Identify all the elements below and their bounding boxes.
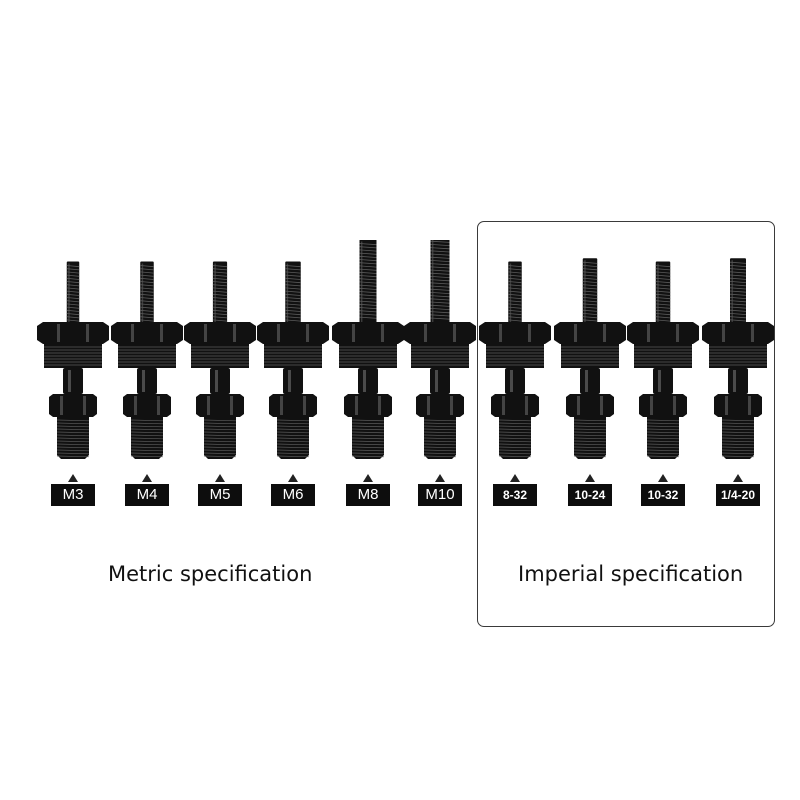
bottom-thread bbox=[352, 417, 384, 459]
hex-nut bbox=[479, 322, 551, 344]
mandrel-illustration bbox=[702, 258, 774, 459]
bottom-thread bbox=[424, 417, 456, 459]
size-label: M10 bbox=[418, 484, 462, 506]
thread-lines bbox=[430, 240, 450, 320]
shaft bbox=[728, 368, 748, 394]
hex-nut bbox=[257, 322, 329, 344]
size-label: 10-24 bbox=[568, 484, 612, 506]
mandrel-illustration bbox=[627, 261, 699, 459]
hex-nut bbox=[554, 322, 626, 344]
mandrel-illustration bbox=[404, 240, 476, 459]
pointer-triangle-icon bbox=[68, 474, 78, 482]
lower-hex bbox=[566, 394, 614, 417]
mandrel-illustration bbox=[479, 261, 551, 459]
pointer-triangle-icon bbox=[142, 474, 152, 482]
lower-hex bbox=[123, 394, 171, 417]
lower-hex bbox=[416, 394, 464, 417]
shaft bbox=[137, 368, 157, 394]
mandrel-illustration bbox=[257, 261, 329, 459]
hex-nut bbox=[184, 322, 256, 344]
size-label: M4 bbox=[125, 484, 169, 506]
mandrel-illustration bbox=[111, 261, 183, 459]
metric-caption: Metric specification bbox=[108, 562, 313, 586]
hex-nut bbox=[627, 322, 699, 344]
size-label: 1/4-20 bbox=[716, 484, 760, 506]
mandrel-1_4-20: 1/4-20 bbox=[700, 240, 776, 510]
shaft bbox=[210, 368, 230, 394]
bottom-thread bbox=[722, 417, 754, 459]
lower-hex bbox=[714, 394, 762, 417]
mandrel-M3: M3 bbox=[35, 240, 111, 510]
shaft bbox=[430, 368, 450, 394]
bottom-thread bbox=[647, 417, 679, 459]
mandrel-8-32: 8-32 bbox=[477, 240, 553, 510]
hex-nut bbox=[404, 322, 476, 344]
pointer-triangle-icon bbox=[288, 474, 298, 482]
mandrel-10-32: 10-32 bbox=[625, 240, 701, 510]
pointer-triangle-icon bbox=[510, 474, 520, 482]
threaded-stud bbox=[359, 240, 377, 324]
lower-hex bbox=[639, 394, 687, 417]
bottom-thread bbox=[204, 417, 236, 459]
hex-nut bbox=[332, 322, 404, 344]
pointer-triangle-icon bbox=[215, 474, 225, 482]
shaft bbox=[283, 368, 303, 394]
lower-hex bbox=[269, 394, 317, 417]
bottom-thread bbox=[131, 417, 163, 459]
pointer-triangle-icon bbox=[658, 474, 668, 482]
hex-nut bbox=[37, 322, 109, 344]
mandrel-M10: M10 bbox=[402, 240, 478, 510]
lower-hex bbox=[49, 394, 97, 417]
bottom-thread bbox=[277, 417, 309, 459]
pointer-triangle-icon bbox=[363, 474, 373, 482]
bottom-thread bbox=[499, 417, 531, 459]
size-label: M5 bbox=[198, 484, 242, 506]
size-label: 8-32 bbox=[493, 484, 537, 506]
mandrel-M8: M8 bbox=[330, 240, 406, 510]
imperial-caption: Imperial specification bbox=[518, 562, 744, 586]
bottom-thread bbox=[57, 417, 89, 459]
pointer-triangle-icon bbox=[435, 474, 445, 482]
shaft bbox=[63, 368, 83, 394]
mandrel-M5: M5 bbox=[182, 240, 258, 510]
mandrel-illustration bbox=[37, 261, 109, 459]
hex-nut bbox=[702, 322, 774, 344]
size-label: M3 bbox=[51, 484, 95, 506]
pointer-triangle-icon bbox=[585, 474, 595, 482]
lower-hex bbox=[196, 394, 244, 417]
mandrel-M6: M6 bbox=[255, 240, 331, 510]
mandrel-illustration bbox=[332, 240, 404, 459]
pointer-triangle-icon bbox=[733, 474, 743, 482]
size-label: M6 bbox=[271, 484, 315, 506]
shaft bbox=[653, 368, 673, 394]
size-label: M8 bbox=[346, 484, 390, 506]
imperial-group-frame bbox=[477, 221, 775, 627]
mandrel-illustration bbox=[554, 258, 626, 459]
hex-nut bbox=[111, 322, 183, 344]
shaft bbox=[358, 368, 378, 394]
lower-hex bbox=[344, 394, 392, 417]
mandrel-10-24: 10-24 bbox=[552, 240, 628, 510]
shaft bbox=[580, 368, 600, 394]
size-label: 10-32 bbox=[641, 484, 685, 506]
mandrel-M4: M4 bbox=[109, 240, 185, 510]
lower-hex bbox=[491, 394, 539, 417]
shaft bbox=[505, 368, 525, 394]
bottom-thread bbox=[574, 417, 606, 459]
mandrel-illustration bbox=[184, 261, 256, 459]
